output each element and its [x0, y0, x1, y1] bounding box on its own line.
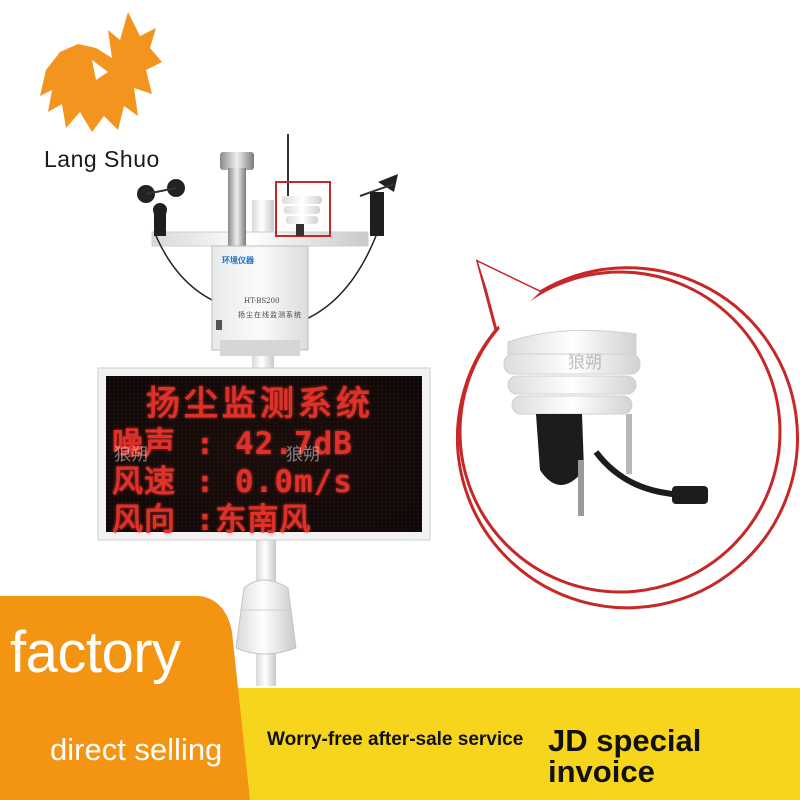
led-row-wind-speed: 风速 : 0.0m/s — [112, 464, 353, 500]
watermark: 狼朔 — [286, 445, 320, 465]
watermark: 狼朔 — [114, 445, 148, 465]
brand-name: Lang Shuo — [44, 146, 160, 172]
control-box — [211, 245, 309, 356]
control-box-brand: 环境仪器 — [222, 256, 254, 265]
watermark: 狼朔 — [568, 353, 602, 373]
promo-banner — [0, 596, 800, 800]
led-row-noise: 噪声 : 42.7dB — [112, 426, 353, 462]
banner-invoice: JD special invoice — [548, 723, 702, 789]
led-title: 扬尘监测系统 — [146, 384, 374, 424]
banner-direct-selling: direct selling — [50, 732, 223, 767]
wind-cup-anemometer-icon — [137, 179, 185, 236]
cross-arm — [151, 231, 369, 247]
control-box-name: 扬尘在线监测系统 — [238, 311, 302, 319]
banner-after-sale: Worry-free after-sale service — [267, 729, 524, 750]
radiation-shield-sensor-icon — [275, 181, 331, 237]
wolf-logo-icon — [40, 12, 162, 132]
banner-factory: factory — [10, 620, 181, 685]
sensor-closeup — [503, 329, 708, 516]
control-box-model: HT-BS200 — [244, 297, 280, 305]
led-row-wind-direction: 风向 :东南风 — [112, 502, 312, 538]
wind-vane-icon — [359, 174, 398, 236]
particulate-sampler — [220, 152, 254, 248]
led-display-board — [97, 367, 431, 541]
